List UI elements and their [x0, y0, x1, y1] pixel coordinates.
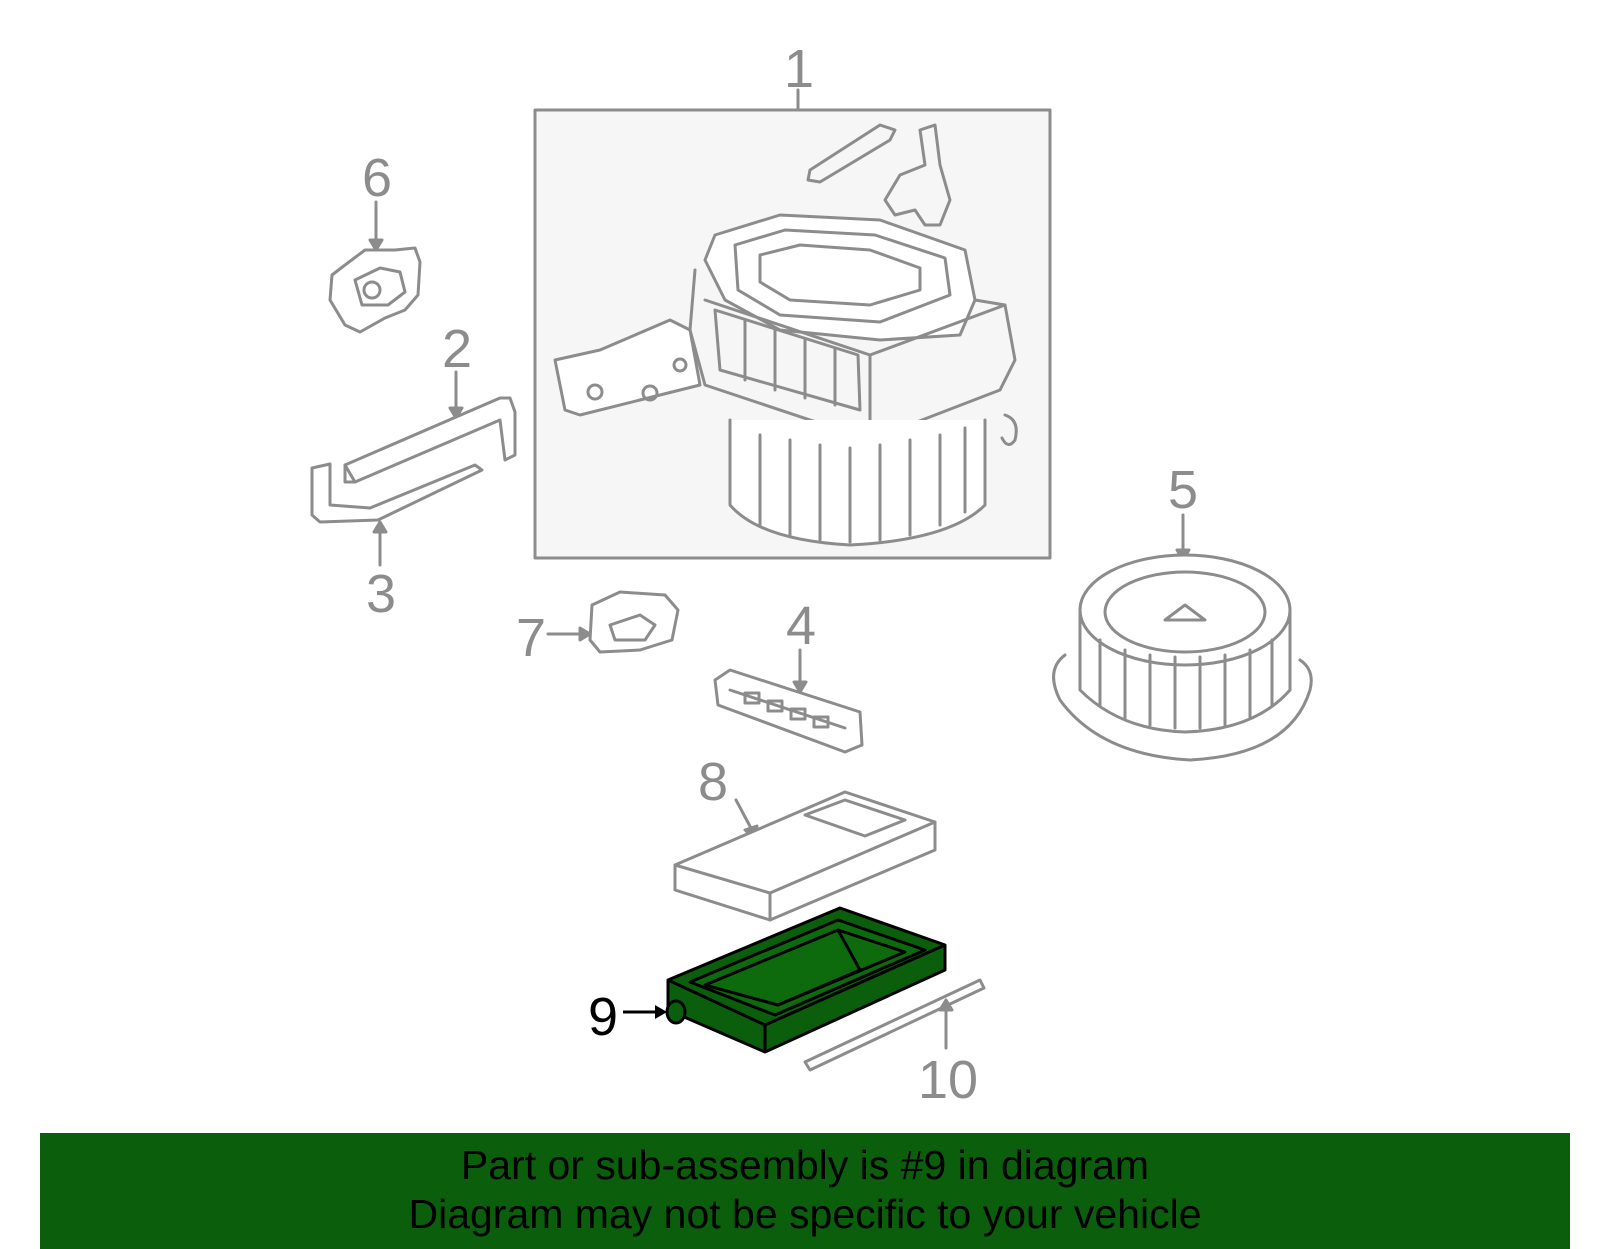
footer-line-disclaimer: Diagram may not be specific to your vehi… [408, 1191, 1202, 1237]
callout-6: 6 [362, 148, 393, 208]
part-4-sensor-strip[interactable] [713, 648, 864, 754]
callout-3: 3 [366, 564, 397, 624]
parts-diagram [310, 88, 1313, 1072]
callout-1: 1 [784, 39, 815, 99]
callout-10: 10 [918, 1050, 979, 1110]
part-1-blower-unit-assembly[interactable] [533, 88, 1052, 560]
part-10-rod[interactable] [803, 978, 986, 1072]
footer-banner: Part or sub-assembly is #9 in diagram Di… [40, 1133, 1570, 1249]
callout-9: 9 [588, 987, 619, 1047]
callout-8: 8 [698, 752, 729, 812]
callout-5: 5 [1168, 460, 1199, 520]
part-6-actuator[interactable] [328, 200, 422, 334]
part-2-duct-seal[interactable] [343, 370, 517, 484]
callout-9-arrow [623, 1005, 667, 1019]
callout-4: 4 [786, 596, 817, 656]
part-9-filter-housing-highlighted[interactable] [665, 906, 947, 1054]
part-5-blower-motor[interactable] [1052, 513, 1313, 762]
part-3-lower-seal[interactable] [310, 462, 484, 567]
callout-7: 7 [516, 608, 547, 668]
callout-2: 2 [442, 319, 473, 379]
part-8-filter[interactable] [673, 790, 937, 922]
part-7-connector[interactable] [546, 590, 680, 654]
footer-line-part-info: Part or sub-assembly is #9 in diagram [460, 1142, 1150, 1188]
